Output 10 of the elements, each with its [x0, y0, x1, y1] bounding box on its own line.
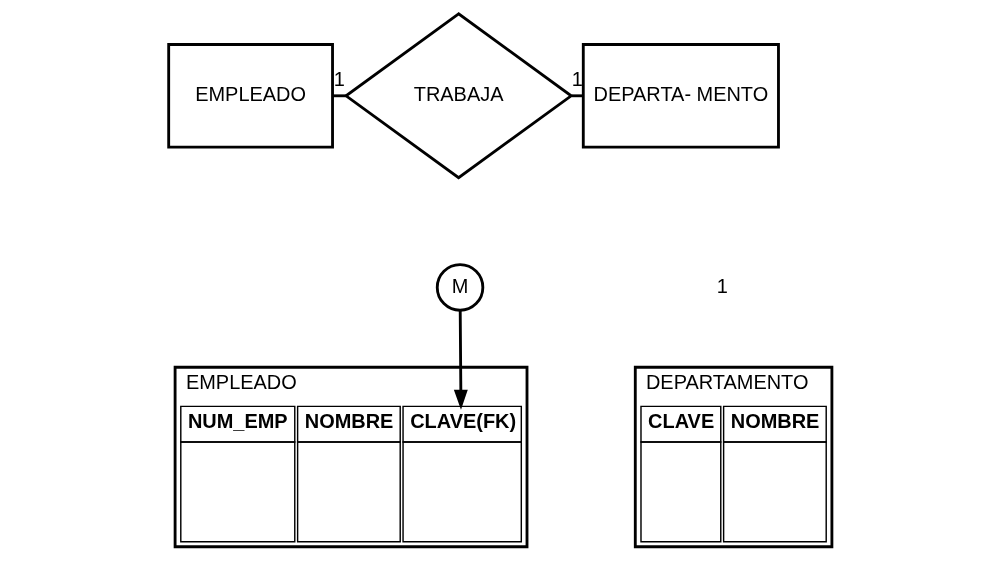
connector	[571, 94, 584, 98]
node-circle: M	[435, 263, 485, 312]
node-box: EMPLEADO	[167, 43, 334, 149]
label: 1	[716, 274, 728, 297]
node-diamond: TRABAJA	[343, 12, 574, 180]
edge-label: 1	[333, 68, 345, 91]
connector	[332, 94, 346, 98]
arrow	[453, 310, 468, 410]
edge-label: 1	[571, 68, 583, 91]
node-box: DEPARTA- MENTO	[581, 43, 780, 149]
